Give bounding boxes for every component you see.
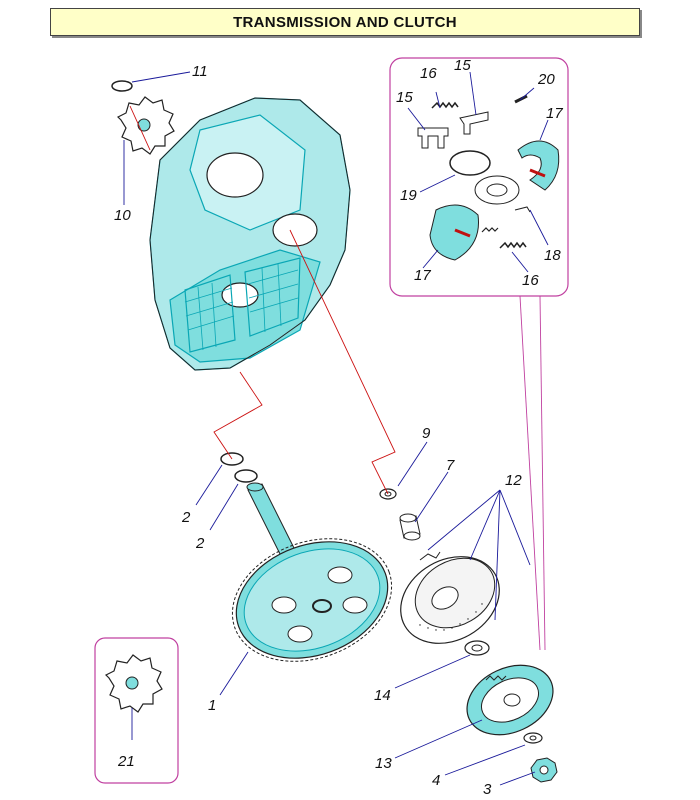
clutch-detail-inset xyxy=(389,57,569,297)
callout-9: 9 xyxy=(422,425,431,442)
hub-18 xyxy=(474,175,531,213)
callout-17-top: 17 xyxy=(546,105,563,122)
washer-4 xyxy=(523,732,543,744)
callout-2-upper: 2 xyxy=(181,509,191,526)
shoe-17-lower xyxy=(429,204,480,261)
plate-15-right xyxy=(459,111,489,135)
sprocket-21 xyxy=(104,654,163,713)
callout-7: 7 xyxy=(446,457,455,474)
callout-labels: 11 10 16 15 15 20 17 19 18 17 16 9 7 12 … xyxy=(114,57,563,798)
clutch-assembly-13 xyxy=(466,664,554,736)
bush-7 xyxy=(399,513,421,541)
callout-16-top: 16 xyxy=(420,65,437,82)
callout-17-bottom: 17 xyxy=(414,267,431,284)
spring-16-upper xyxy=(431,101,459,109)
callout-16-bottom: 16 xyxy=(522,272,539,289)
callout-21: 21 xyxy=(117,753,135,770)
ring-19 xyxy=(449,150,491,176)
callout-10: 10 xyxy=(114,207,131,224)
sprocket-10 xyxy=(116,96,175,155)
callout-14: 14 xyxy=(374,687,391,704)
circlip-2-lower xyxy=(234,469,258,483)
gear-shaft-1 xyxy=(231,482,393,662)
leader-lines xyxy=(123,71,549,786)
diagram-title-box: TRANSMISSION AND CLUTCH xyxy=(50,8,640,36)
circlip-11 xyxy=(111,80,133,92)
spring-16-lower xyxy=(481,227,527,249)
sprocket-alt-inset xyxy=(94,637,179,784)
callout-3: 3 xyxy=(483,781,492,798)
callout-15-left: 15 xyxy=(396,89,413,106)
clutch-bell-12 xyxy=(400,551,500,644)
callout-2-lower: 2 xyxy=(195,535,205,552)
callout-1: 1 xyxy=(208,697,216,714)
callout-13: 13 xyxy=(375,755,392,772)
circlip-2-upper xyxy=(220,452,244,466)
assembly-lines-red xyxy=(129,105,396,495)
callout-19: 19 xyxy=(400,187,417,204)
callout-11: 11 xyxy=(192,63,208,80)
nut-3 xyxy=(530,757,558,783)
inset-link-lines xyxy=(519,295,546,651)
callout-18: 18 xyxy=(544,247,561,264)
callout-12: 12 xyxy=(505,472,522,489)
callout-20: 20 xyxy=(537,71,555,88)
shoe-17-upper xyxy=(517,140,560,191)
plate-15-left xyxy=(417,127,449,149)
callout-4: 4 xyxy=(432,772,440,789)
crankcase-housing xyxy=(149,97,351,371)
diagram-title: TRANSMISSION AND CLUTCH xyxy=(233,13,457,31)
callout-15-top: 15 xyxy=(454,57,471,74)
washer-14 xyxy=(464,640,490,656)
